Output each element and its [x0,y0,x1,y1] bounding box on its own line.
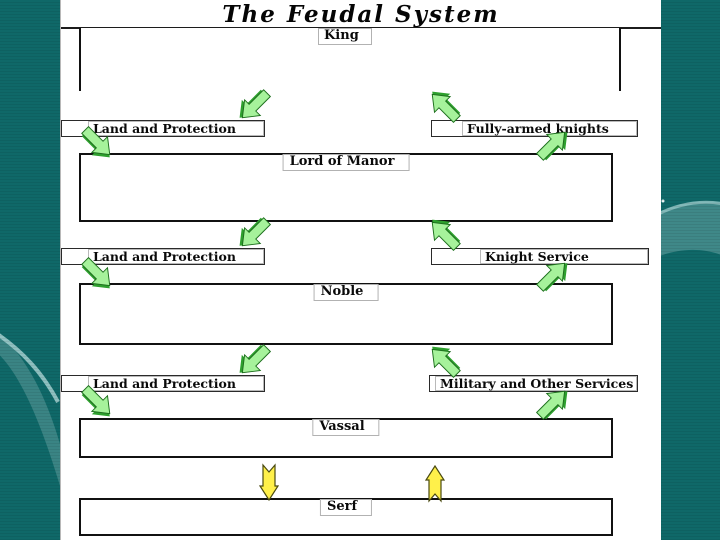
land-and-protection-label-2: Land and Protection [61,248,265,265]
military-and-other-services-label: Military and Other Services [429,375,638,392]
green-arrow-se-icon [78,124,118,164]
land-and-protection-label-3: Land and Protection [61,375,265,392]
green-arrow-se-icon [78,383,118,423]
slide-canvas: The Feudal System King Lord of Manor Nob… [60,0,661,540]
green-arrow-ne-icon [534,255,574,295]
vassal-box: Vassal [79,418,613,458]
green-arrow-nw-icon [424,85,464,125]
serf-box: Serf [79,498,613,536]
exchange-text: Military and Other Services [435,376,637,391]
exchange-text: Land and Protection [88,376,264,391]
exchange-text: Land and Protection [88,249,264,264]
vassal-label: Vassal [312,419,380,436]
yellow-up-arrow-icon [424,464,446,503]
lord-of-manor-label: Lord of Manor [282,154,410,171]
green-arrow-ne-icon [534,383,574,423]
green-arrow-nw-icon [424,340,464,380]
noble-label: Noble [313,284,379,301]
noble-box: Noble [79,283,613,345]
lord-of-manor-box: Lord of Manor [79,153,613,222]
serf-label: Serf [319,499,373,516]
green-arrow-se-icon [78,255,118,295]
king-label: King [318,28,372,45]
fully-armed-knights-label: Fully-armed knights [431,120,638,137]
green-arrow-sw-icon [233,86,273,126]
green-arrow-ne-icon [534,124,574,164]
green-arrow-nw-icon [424,213,464,253]
yellow-down-arrow-icon [258,463,280,502]
knight-service-label: Knight Service [431,248,649,265]
green-arrow-sw-icon [233,341,273,381]
green-arrow-sw-icon [233,214,273,254]
slide-title: The Feudal System [222,1,500,28]
land-and-protection-label-1: Land and Protection [61,120,265,137]
